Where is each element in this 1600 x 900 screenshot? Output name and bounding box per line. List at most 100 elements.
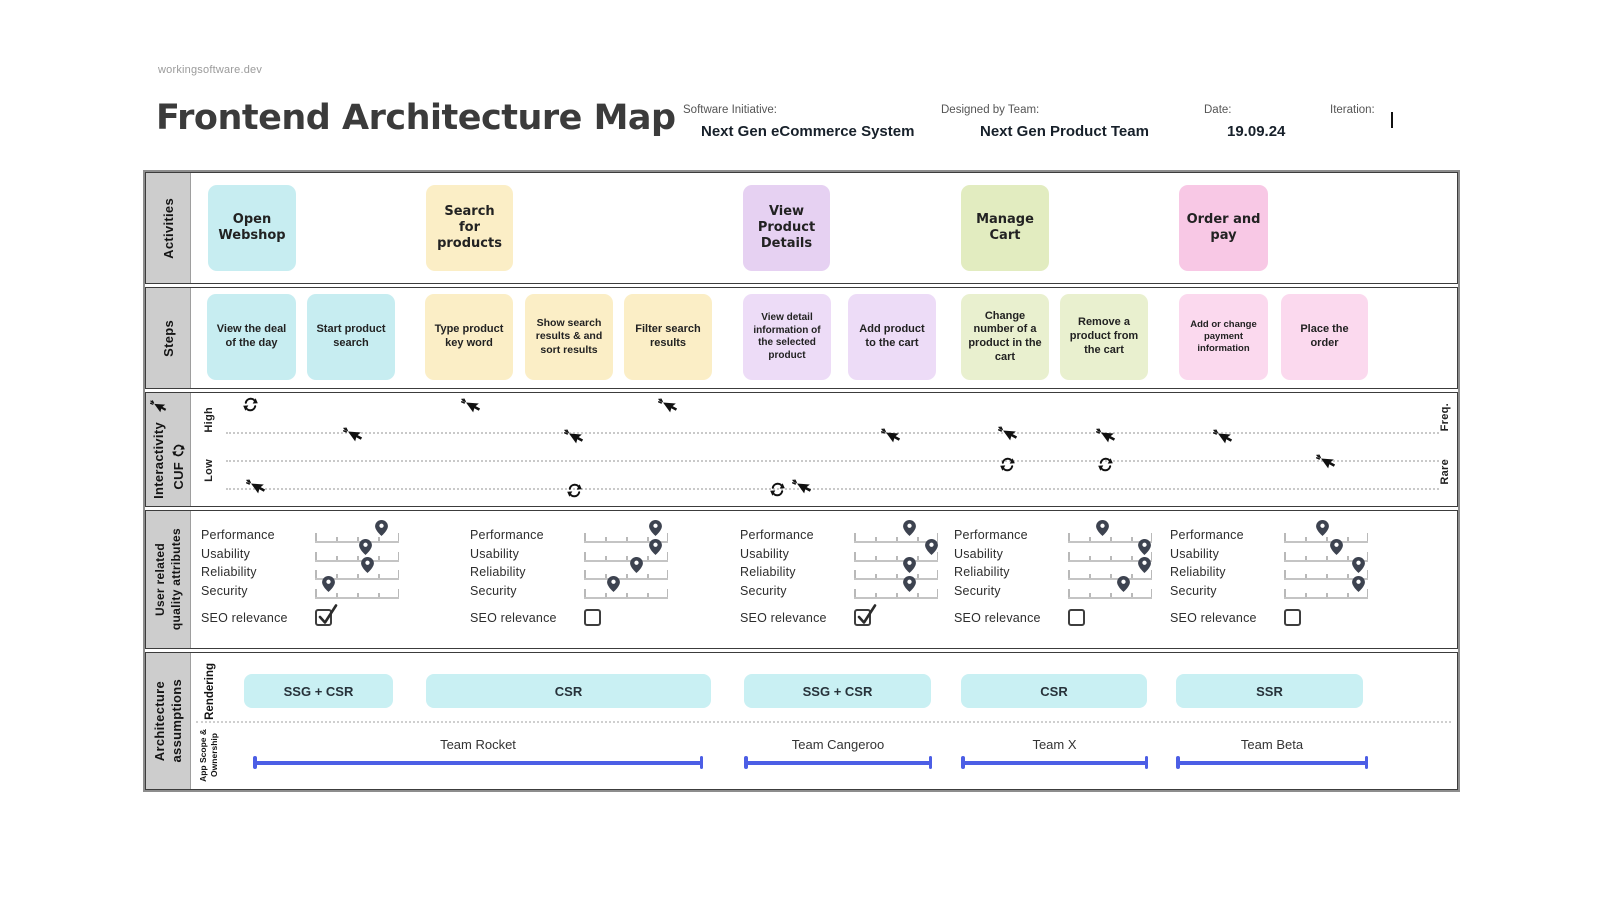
click-interaction-icon[interactable] [1096,428,1116,453]
team-scope-bracket[interactable] [1176,756,1368,769]
slider-pin[interactable] [902,520,916,541]
activity-card[interactable]: Open Webshop [208,185,296,271]
refresh-interaction-icon[interactable] [567,483,582,503]
step-card[interactable]: Filter search results [624,294,712,380]
rendering-pill[interactable]: SSG + CSR [744,674,931,708]
activity-card[interactable]: Order and pay [1179,185,1268,271]
slider-pin[interactable] [1330,538,1343,560]
click-interaction-icon[interactable] [998,426,1018,451]
quality-slider[interactable] [315,557,399,580]
field-value[interactable]: Next Gen eCommerce System [701,123,915,140]
rendering-pill[interactable]: SSG + CSR [244,674,393,708]
quality-attribute-row: Security [470,575,668,599]
quality-slider[interactable] [315,520,399,543]
text-caret[interactable] [1391,112,1393,128]
step-card[interactable]: Place the order [1281,294,1368,380]
step-card[interactable]: View detail information of the selected … [743,294,831,380]
team-scope-bracket[interactable] [961,756,1148,769]
seo-checkbox[interactable] [1284,609,1301,626]
field-value[interactable]: 19.09.24 [1227,123,1286,140]
slider-pin[interactable] [902,557,916,578]
quality-slider[interactable] [1068,538,1152,562]
quality-slider[interactable] [315,538,399,562]
quality-attribute-row: Performance [470,520,668,543]
team-scope-bracket[interactable] [253,756,703,769]
click-interaction-icon[interactable] [246,479,266,504]
slider-pin[interactable] [321,575,335,597]
slider-pin[interactable] [1137,557,1151,578]
quality-slider[interactable] [584,575,668,599]
slider-pin[interactable] [361,557,374,578]
refresh-interaction-icon[interactable] [1000,457,1015,477]
refresh-interaction-icon[interactable] [243,397,258,417]
quality-slider[interactable] [315,575,399,599]
quality-slider[interactable] [584,538,668,562]
slider-pin[interactable] [359,538,373,560]
slider-pin[interactable] [1095,520,1109,541]
team-label: Team Cangeroo [791,737,885,752]
quality-slider[interactable] [854,520,938,543]
quality-slider[interactable] [1068,520,1152,543]
activity-card[interactable]: View Product Details [743,185,830,271]
slider-pin[interactable] [1351,575,1365,597]
refresh-interaction-icon[interactable] [770,482,785,502]
step-card[interactable]: Show search results & and sort results [525,294,613,380]
rendering-pill[interactable]: CSR [426,674,711,708]
click-interaction-icon[interactable] [1213,429,1233,454]
slider-pin[interactable] [1351,557,1365,578]
click-interaction-icon[interactable] [564,429,584,454]
quality-slider[interactable] [1068,557,1152,580]
quality-slider[interactable] [854,575,938,599]
field-label: Designed by Team: [941,104,1040,116]
click-interaction-icon[interactable] [658,398,678,423]
quality-attribute-row: Usability [954,538,1152,562]
slider-pin[interactable] [607,575,621,597]
quality-attribute-label: Security [1170,583,1217,598]
slider-pin[interactable] [649,538,663,560]
rendering-pill[interactable]: CSR [961,674,1147,708]
slider-pin[interactable] [1116,575,1130,597]
team-scope-bracket[interactable] [744,756,932,769]
quality-slider[interactable] [1284,538,1368,562]
click-interaction-icon[interactable] [343,427,363,452]
quality-slider[interactable] [1284,557,1368,580]
step-card[interactable]: Change number of a product in the cart [961,294,1049,380]
step-card[interactable]: Add or change payment information [1179,294,1268,380]
refresh-interaction-icon[interactable] [1098,457,1113,477]
quality-attribute-row: Performance [201,520,399,543]
slider-pin[interactable] [649,520,663,541]
quality-slider[interactable] [1284,520,1368,543]
step-card[interactable]: View the deal of the day [207,294,296,380]
seo-checkbox[interactable] [584,609,601,626]
click-interaction-icon[interactable] [881,428,901,453]
row-sub-label: CUF [171,461,186,490]
quality-slider[interactable] [1284,575,1368,599]
quality-slider[interactable] [584,520,668,543]
page-title: Frontend Architecture Map [156,98,676,138]
slider-pin[interactable] [902,575,916,597]
slider-pin[interactable] [1137,538,1151,560]
seo-checkbox[interactable] [1068,609,1085,626]
quality-slider[interactable] [854,557,938,580]
field-value[interactable]: Next Gen Product Team [980,123,1149,140]
slider-pin[interactable] [630,557,643,578]
rendering-pill[interactable]: SSR [1176,674,1363,708]
click-interaction-icon[interactable] [461,398,481,423]
slider-pin[interactable] [374,520,388,541]
row-label-strip: Activities [146,173,191,283]
seo-checkbox[interactable] [315,604,338,626]
step-card[interactable]: Add product to the cart [848,294,936,380]
quality-slider[interactable] [1068,575,1152,599]
seo-checkbox[interactable] [854,604,877,626]
quality-slider[interactable] [854,538,939,562]
activity-card[interactable]: Search for products [426,185,513,271]
step-card[interactable]: Start product search [307,294,395,380]
click-interaction-icon[interactable] [1316,454,1336,479]
slider-pin[interactable] [925,538,939,560]
quality-slider[interactable] [584,557,668,580]
step-card[interactable]: Remove a product from the cart [1060,294,1148,380]
activity-card[interactable]: Manage Cart [961,185,1049,271]
step-card[interactable]: Type product key word [425,294,513,380]
slider-pin[interactable] [1315,520,1329,541]
click-interaction-icon[interactable] [792,479,812,504]
